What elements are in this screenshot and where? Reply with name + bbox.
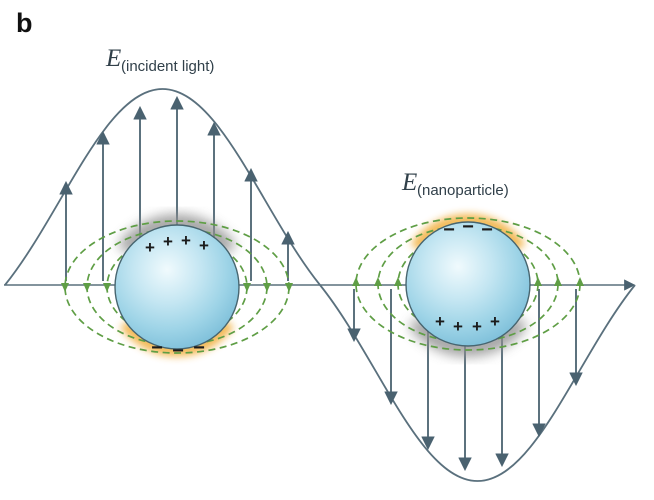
minus-charge: − [443,219,455,241]
plus-charge: + [472,317,482,336]
field-arrowhead-down-icon [243,283,251,292]
label-nanoparticle: E (nanoparticle) [401,169,509,199]
electron-cloud-glow-top [117,214,237,256]
positive-glow-bottom [120,319,234,357]
field-arrowhead-down-icon [103,283,111,292]
field-arrowhead-down-icon [83,283,91,292]
sine-wave [4,88,636,482]
field-arrowhead-up-icon [554,277,562,286]
minus-charge: − [193,337,205,359]
charges-right: − − − + + + + [435,216,500,336]
charges-left: + + + + − − − [145,231,209,362]
plus-charge: + [490,312,500,331]
minus-charge: − [481,219,493,241]
field-arrowhead-up-icon [534,277,542,286]
field-line-arrowheads-right [352,277,584,286]
field-arrowhead-down-icon [61,283,69,292]
field-arrowhead-up-icon [394,277,402,286]
plus-charge: + [453,317,463,336]
nanoparticle-subscript: (nanoparticle) [417,182,509,199]
minus-charge: − [172,340,184,362]
nanoparticle-symbol: E [401,169,417,196]
electron-cloud-glow-bottom [408,315,528,357]
plus-charge: + [145,238,155,257]
field-arrowhead-down-icon [285,283,293,292]
nanoparticle-left: + + + + − − − [61,214,293,362]
label-incident-light: E (incident light) [105,45,214,75]
minus-charge: − [151,337,163,359]
nanoparticle-right: − − − + + + + [352,213,584,357]
field-arrowhead-down-icon [263,283,271,292]
incident-light-symbol: E [105,45,121,72]
panel-label: b [16,8,33,38]
plus-charge: + [199,236,209,255]
positive-glow-top [410,213,526,252]
minus-charge: − [462,216,474,238]
field-arrowhead-up-icon [576,277,584,286]
plus-charge: + [163,232,173,251]
field-arrowhead-up-icon [352,277,360,286]
nanoparticle-sphere-left [114,224,240,350]
plus-charge: + [181,231,191,250]
plus-charge: + [435,312,445,331]
field-line-arrowheads-left [61,283,293,292]
incident-light-subscript: (incident light) [121,58,214,75]
field-arrowhead-up-icon [374,277,382,286]
nanoparticle-sphere-right [405,221,531,347]
